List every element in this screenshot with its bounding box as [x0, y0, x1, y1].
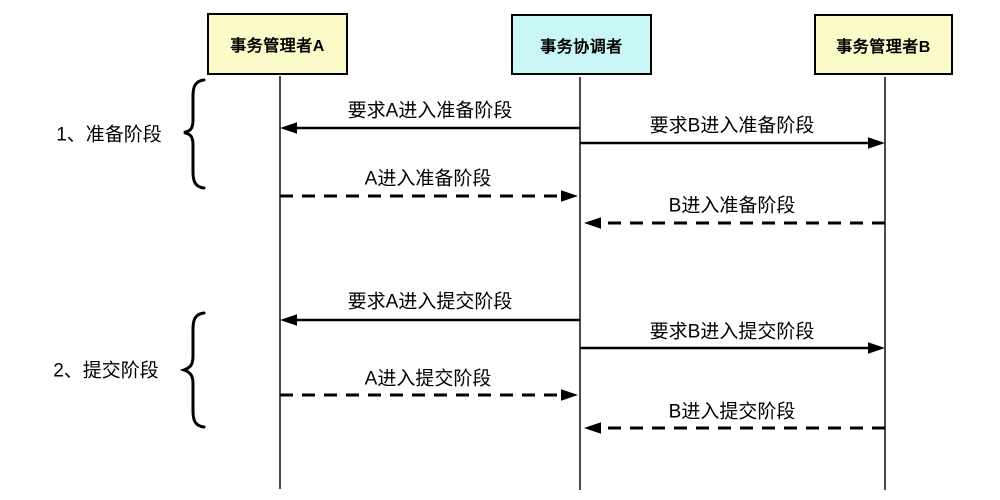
message-arrow-b-committed: [584, 422, 885, 434]
message-arrow-request-a-commit: [280, 314, 580, 326]
phase-1-label: 1、准备阶段: [56, 124, 162, 146]
phase-1-brace: [183, 78, 206, 190]
message-label-request-a-commit: 要求A进入提交阶段: [347, 291, 513, 313]
message-arrow-request-b-commit: [580, 342, 885, 354]
actor-box-coordinator: 事务协调者: [511, 14, 652, 75]
actor-label-manager-a: 事务管理者A: [230, 38, 325, 55]
message-label-b-committed: B进入提交阶段: [668, 401, 796, 423]
phase-2-brace: [179, 311, 206, 429]
message-arrow-b-prepared: [584, 217, 885, 229]
message-label-a-prepared: A进入准备阶段: [364, 168, 492, 190]
message-label-request-a-prepare: 要求A进入准备阶段: [347, 100, 513, 122]
message-arrow-a-prepared: [280, 190, 578, 202]
message-label-a-committed: A进入提交阶段: [364, 368, 492, 390]
message-label-request-b-prepare: 要求B进入准备阶段: [649, 115, 815, 137]
message-arrow-request-b-prepare: [580, 137, 885, 149]
actor-label-coordinator: 事务协调者: [540, 38, 623, 56]
actor-label-manager-b: 事务管理者B: [836, 38, 931, 56]
message-label-b-prepared: B进入准备阶段: [668, 195, 796, 217]
phase-2-label: 2、提交阶段: [53, 360, 159, 382]
actor-box-manager-b: 事务管理者B: [814, 14, 953, 75]
actor-box-manager-a: 事务管理者A: [207, 13, 348, 75]
message-arrow-a-committed: [280, 389, 578, 401]
message-label-request-b-commit: 要求B进入提交阶段: [649, 321, 815, 343]
message-arrow-request-a-prepare: [280, 122, 580, 134]
